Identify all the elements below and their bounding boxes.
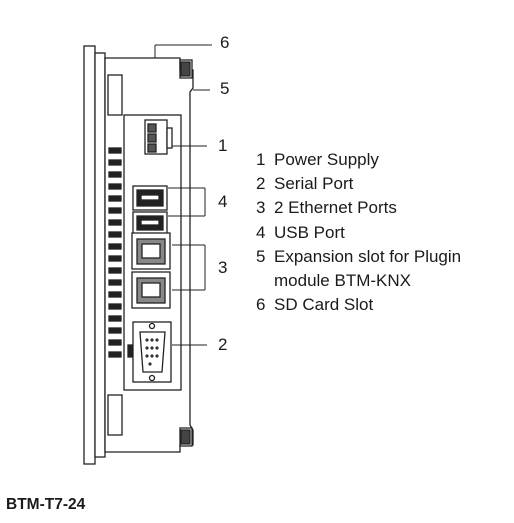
callout-lines xyxy=(154,44,212,346)
callout-2: 2 xyxy=(218,335,228,354)
callout-3: 3 xyxy=(218,258,228,277)
power-connector xyxy=(144,119,173,155)
callout-4: 4 xyxy=(218,192,228,211)
usb-ports xyxy=(132,185,168,235)
legend-item-expansion-cont: module BTM-KNX xyxy=(274,271,411,291)
callout-1: 1 xyxy=(218,136,228,155)
model-label: BTM-T7-24 xyxy=(6,496,86,513)
bezel-frame xyxy=(94,52,106,458)
top-clip xyxy=(107,74,123,116)
callout-5: 5 xyxy=(220,79,230,98)
bottom-clip xyxy=(107,394,123,436)
callout-6: 6 xyxy=(220,33,230,52)
front-bezel xyxy=(83,45,96,465)
ethernet-ports xyxy=(131,232,171,309)
vent-slots xyxy=(108,147,122,358)
serial-port xyxy=(127,321,172,383)
